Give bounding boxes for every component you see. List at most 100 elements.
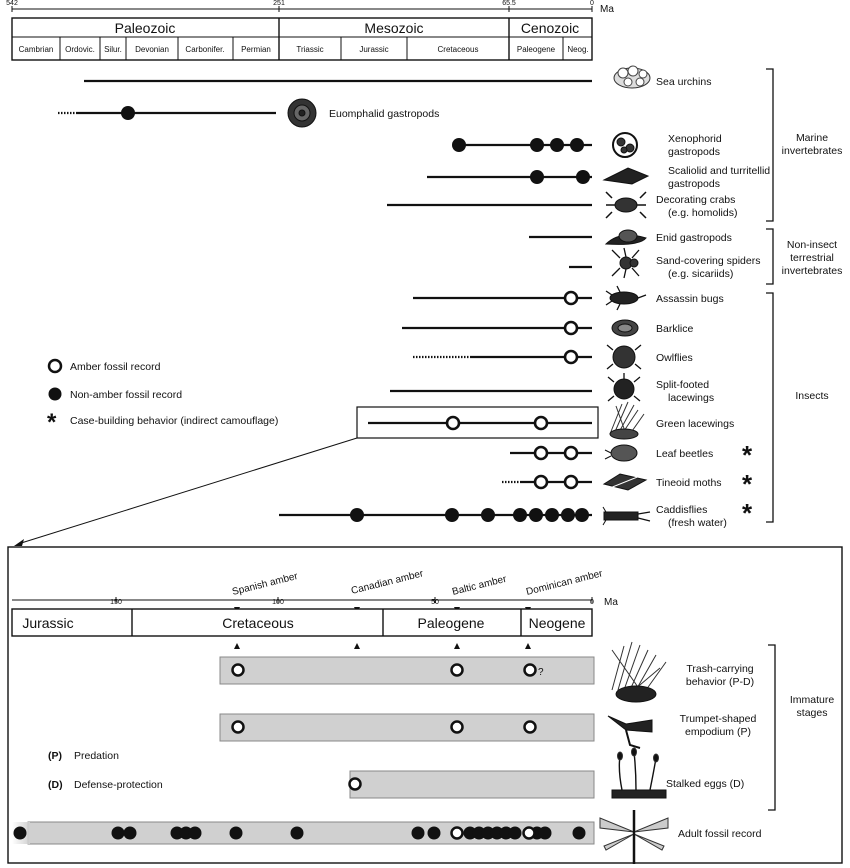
amber-marker (563, 474, 579, 490)
era-cenozoic: Cenozoic (521, 20, 579, 36)
inset-period-neogene: Neogene (529, 615, 586, 631)
nonamber-marker (481, 826, 495, 840)
bracket-insects (766, 292, 774, 523)
group-immature-2: stages (797, 707, 828, 719)
nonamber-marker (499, 826, 513, 840)
group-non-insect-2: terrestrial (790, 252, 834, 264)
barklouse-icon (611, 319, 639, 337)
amber-marker (450, 720, 464, 734)
group-marine-2: invertebrates (782, 145, 843, 157)
amber-marker (563, 290, 579, 306)
nonamber-marker (576, 170, 590, 184)
key-text-p: Predation (74, 750, 119, 762)
label-spiders-2: (e.g. sicariids) (668, 268, 733, 280)
label-barklice: Barklice (656, 323, 694, 335)
tick-label-65-5: 65.5 (502, 0, 516, 7)
period-ordovician: Ordovic. (65, 45, 95, 54)
top-timescale: 542 251 65.5 0 Ma Paleozoic Mesozoic Cen… (6, 0, 614, 61)
amber-marker (533, 474, 549, 490)
amber-marker (533, 445, 549, 461)
spider-icon (611, 247, 640, 279)
label-assassin-bugs: Assassin bugs (656, 293, 724, 305)
nonamber-marker (445, 508, 459, 522)
bar-stalked-eggs (349, 770, 595, 799)
stalked-eggs-icon (611, 747, 667, 799)
period-paleogene: Paleogene (517, 45, 556, 54)
label-owlflies: Owlflies (656, 352, 693, 364)
label-trumpet-2: empodium (P) (685, 726, 751, 738)
tineoid-moth-icon (602, 473, 648, 491)
key-code-p: (P) (48, 750, 62, 762)
label-crabs-2: (e.g. homolids) (668, 207, 737, 219)
taxon-labels: Sea urchins Euomphalid gastropods Xenoph… (329, 76, 770, 529)
label-green-lacewings: Green lacewings (656, 418, 734, 430)
amber-marker (450, 663, 464, 677)
legend-case-building-label: Case-building behavior (indirect camoufl… (70, 415, 278, 427)
label-euomphalid: Euomphalid gastropods (329, 108, 439, 120)
inset-tick-0: 0 (590, 599, 594, 606)
nonamber-marker (530, 170, 544, 184)
label-trash-carrying-2: behavior (P-D) (686, 676, 754, 688)
nonamber-marker (513, 508, 527, 522)
inset-tick-50: 50 (431, 599, 439, 606)
amber-marker (523, 720, 537, 734)
period-silurian: Silur. (104, 45, 122, 54)
tick-label-542: 542 (6, 0, 18, 7)
nonamber-marker (170, 826, 184, 840)
trash-carrying-larva-icon (611, 641, 667, 703)
inset-tick-150: 150 (110, 599, 122, 606)
group-marine-1: Marine (796, 132, 828, 144)
tick-label-251: 251 (273, 0, 285, 7)
amber-spanish: Spanish amber (231, 571, 300, 598)
amber-dominican: Dominican amber (525, 568, 604, 598)
label-adult-record: Adult fossil record (678, 828, 762, 840)
group-insects: Insects (795, 390, 828, 402)
asterisk-leaf-beetles: * (742, 440, 753, 470)
label-crabs-1: Decorating crabs (656, 194, 735, 206)
green-lacewing-highlight (356, 406, 599, 439)
nonamber-marker (188, 826, 202, 840)
uncertain-mark: ? (538, 667, 544, 678)
inset-timescale: 150 100 50 0 Ma Spanish amber Canadian a… (11, 568, 618, 649)
enid-gastropod-icon (604, 229, 647, 245)
label-caddisflies-1: Caddisflies (656, 504, 707, 516)
label-split-footed-2: lacewings (668, 392, 714, 404)
label-xenophorid-1: Xenophorid (668, 133, 722, 145)
group-non-insect-1: Non-insect (787, 239, 837, 251)
label-scaliolid-1: Scaliolid and turritellid (668, 165, 770, 177)
nonamber-marker (427, 826, 441, 840)
owlfly-icon (606, 344, 642, 370)
amber-marker (348, 777, 362, 791)
label-trash-carrying-1: Trash-carrying (686, 663, 753, 675)
inset-unit-label: Ma (604, 597, 618, 608)
bracket-immature (768, 644, 776, 811)
inset-key: (P) Predation (D) Defense-protection (48, 750, 163, 791)
nonamber-marker (481, 508, 495, 522)
nonamber-marker (550, 138, 564, 152)
nonamber-marker (123, 826, 137, 840)
inset-period-cretaceous: Cretaceous (222, 615, 294, 631)
nonamber-marker (572, 826, 586, 840)
crab-icon (605, 191, 647, 219)
period-cretaceous: Cretaceous (438, 45, 479, 54)
assassin-bug-icon (605, 285, 647, 311)
inset-icons (599, 641, 669, 864)
nonamber-marker (290, 826, 304, 840)
amber-marker (231, 663, 245, 677)
zoom-connector (17, 437, 358, 545)
period-permian: Permian (241, 45, 271, 54)
inset-period-paleogene: Paleogene (418, 615, 485, 631)
group-immature-1: Immature (790, 694, 835, 706)
amber-marker (563, 445, 579, 461)
xenophorid-gastropod-icon (612, 132, 638, 158)
label-caddisflies-2: (fresh water) (668, 517, 727, 529)
amber-marker (523, 663, 537, 677)
nonamber-marker (508, 826, 522, 840)
period-triassic: Triassic (296, 45, 323, 54)
label-trumpet-1: Trumpet-shaped (680, 713, 757, 725)
nonamber-marker (179, 826, 193, 840)
nonamber-marker (452, 138, 466, 152)
tick-label-0: 0 (590, 0, 594, 7)
amber-marker (563, 320, 579, 336)
asterisk-tineoid-moths: * (742, 469, 753, 499)
